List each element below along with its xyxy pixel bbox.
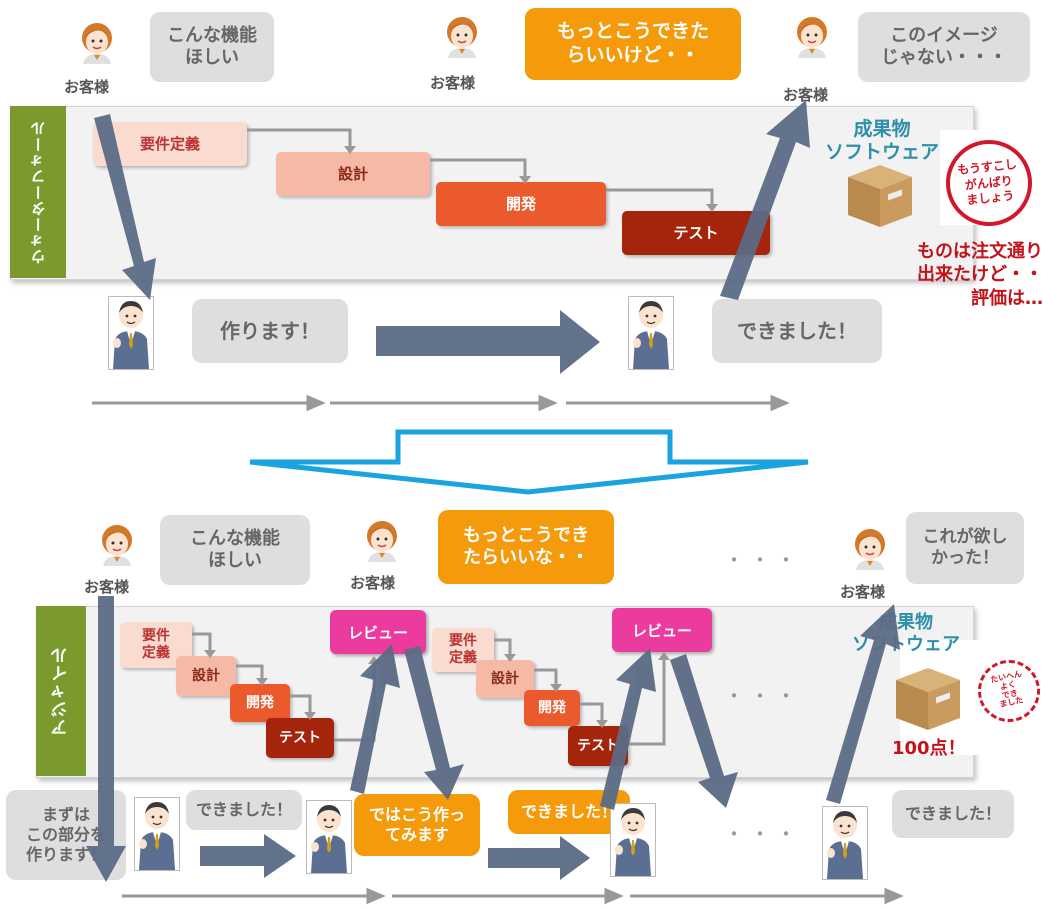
developer-avatar bbox=[610, 803, 656, 877]
customer-label: お客様 bbox=[840, 583, 886, 601]
customer-label: お客様 bbox=[64, 78, 110, 96]
customer-label: お客様 bbox=[350, 574, 396, 592]
not-image-bubble: このイメージ じゃない・・・ bbox=[858, 12, 1030, 82]
waterfall-step-design: 設計 bbox=[276, 152, 430, 196]
developer-avatar bbox=[822, 806, 868, 880]
done-bubble: できました！ bbox=[892, 790, 1014, 838]
stamp-try-harder: もうすこし がんばり ましょう bbox=[946, 140, 1032, 226]
wanted-bubble: これが欲し かった！ bbox=[906, 512, 1024, 584]
developer-avatar bbox=[108, 296, 154, 370]
waterfall-step-dev: 開発 bbox=[436, 182, 606, 226]
evaluation-text: ものは注文通り 出来たけど・・ 評価は… bbox=[917, 241, 1043, 309]
stamp-well-done: たいへん よく でき ました bbox=[978, 660, 1040, 722]
make-bubble: 作ります！ bbox=[192, 299, 348, 363]
hope-bubble: もっとこうでき たらいいな・・ bbox=[438, 510, 614, 584]
agile-c1-test: テスト bbox=[266, 718, 334, 758]
score-text: 100点！ bbox=[892, 738, 966, 759]
done-bubble: できました！ bbox=[186, 790, 302, 830]
done-bubble: できました！ bbox=[712, 299, 882, 363]
agile-c1-dev: 開発 bbox=[230, 684, 290, 722]
agile-c2-dev: 開発 bbox=[524, 690, 580, 726]
done-bubble: できました！ bbox=[508, 790, 630, 834]
developer-avatar bbox=[628, 296, 674, 370]
review-box-2: レビュー bbox=[612, 608, 712, 652]
agile-c1-design: 設計 bbox=[176, 656, 236, 696]
request-bubble: こんな機能 ほしい bbox=[150, 12, 274, 82]
transition-arrow bbox=[249, 429, 809, 495]
ellipsis: ・・・ bbox=[724, 684, 802, 708]
customer-label: お客様 bbox=[430, 74, 476, 92]
try-bubble: ではこう作っ てみます bbox=[354, 794, 480, 856]
ellipsis: ・・・ bbox=[724, 548, 802, 572]
review-box-1: レビュー bbox=[330, 610, 426, 654]
developer-avatar bbox=[134, 797, 180, 871]
ellipsis: ・・・ bbox=[724, 822, 802, 846]
developer-avatar bbox=[306, 800, 352, 874]
customer-label: お客様 bbox=[84, 578, 130, 596]
customer-label: お客様 bbox=[783, 86, 829, 104]
waterfall-deliverable: 成果物 ソフトウェア bbox=[824, 118, 939, 163]
request-bubble: こんな機能 ほしい bbox=[160, 515, 310, 585]
hope-bubble: もっとこうできた らいいけど・・ bbox=[525, 8, 741, 80]
